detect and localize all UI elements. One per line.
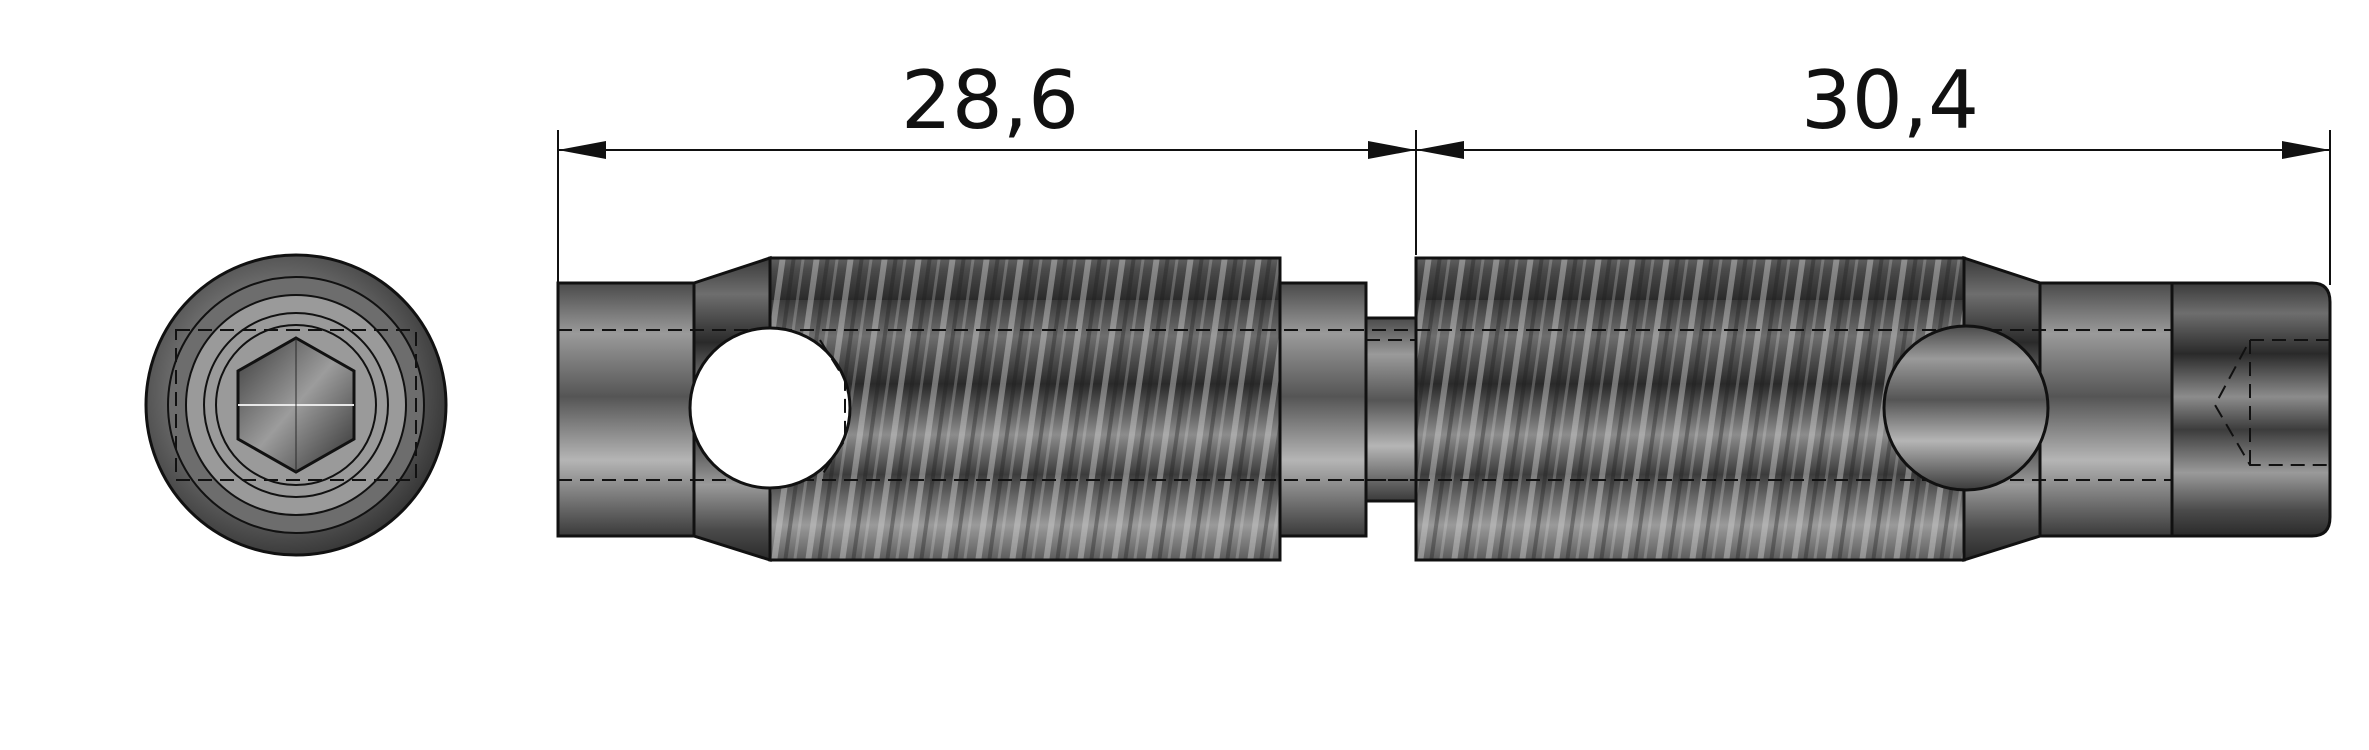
- left-collar: [1278, 281, 1368, 538]
- right-shank: [2038, 281, 2174, 538]
- left-threaded-body: [768, 256, 1282, 562]
- dimension-label-right: 30,4: [1801, 54, 1979, 147]
- left-cross-hole: [688, 326, 852, 490]
- dimension-label-left: 28,6: [901, 54, 1079, 147]
- dimension-lines: [557, 130, 2331, 285]
- right-cross-hole: [1882, 324, 2050, 492]
- side-view: [556, 255, 2332, 563]
- left-shank: [556, 281, 696, 538]
- right-threaded-body: [1414, 256, 1966, 562]
- center-pin: [1364, 316, 1418, 503]
- end-view: [144, 253, 448, 557]
